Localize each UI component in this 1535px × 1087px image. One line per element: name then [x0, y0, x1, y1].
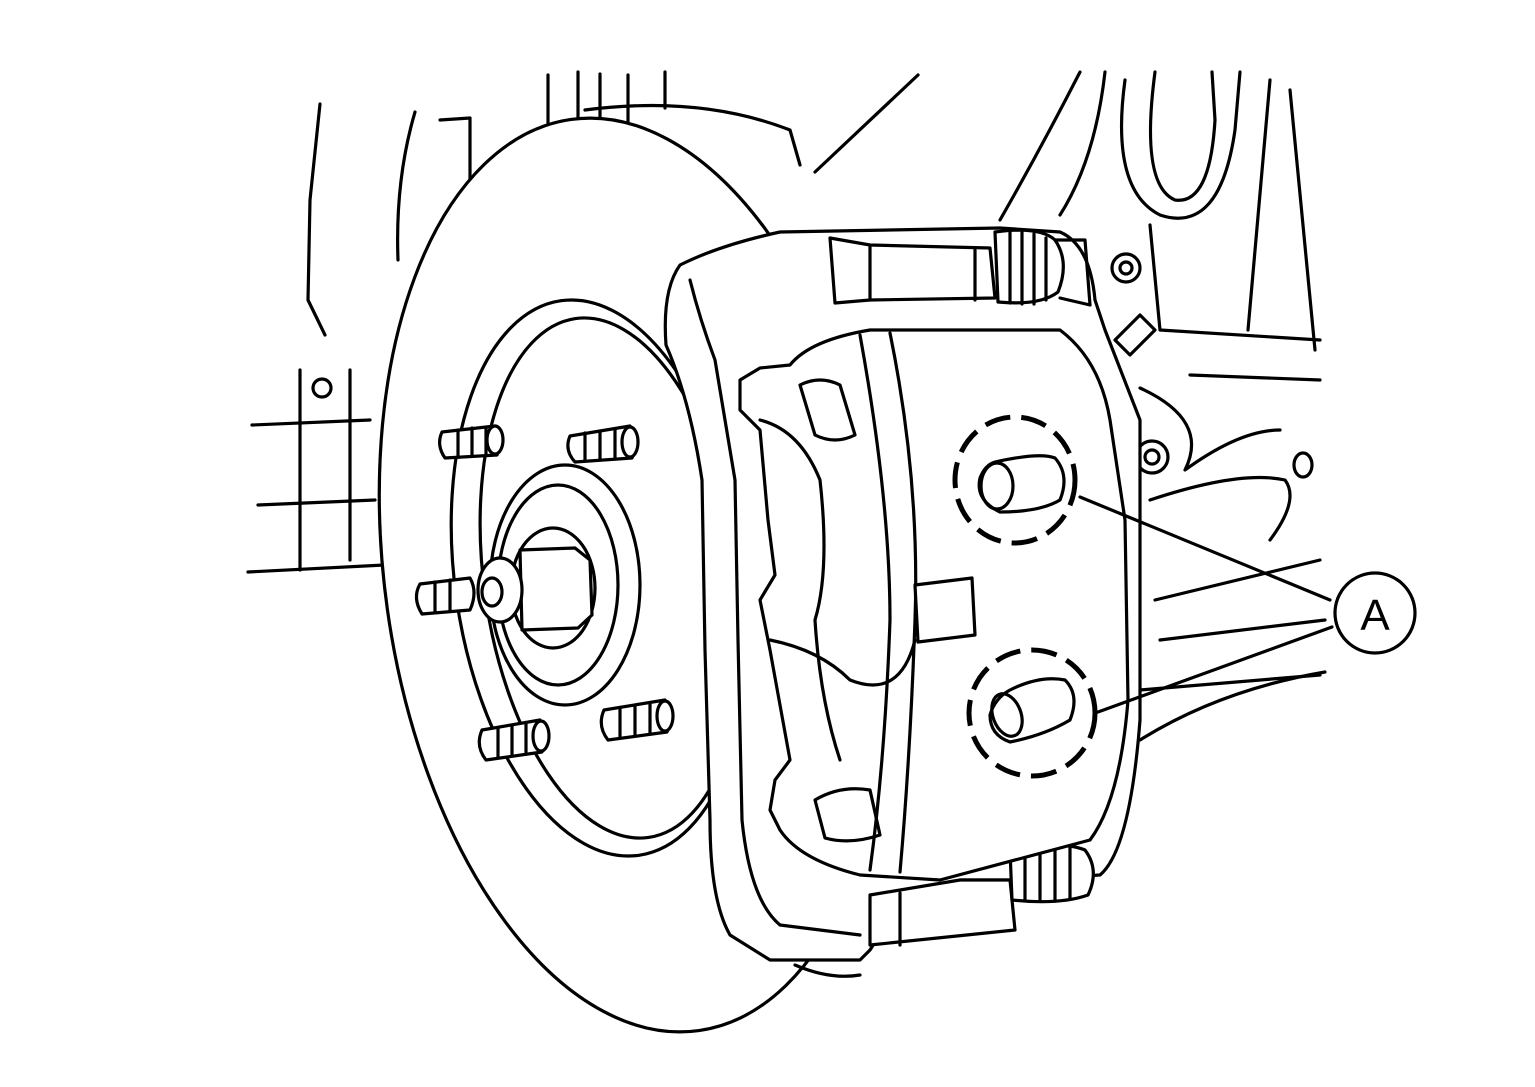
wheel-stud [414, 576, 476, 616]
wheel-stud [566, 424, 640, 464]
brake-pad [738, 328, 1130, 882]
lower-mounting-bolt [966, 647, 1098, 779]
wheel-stud [438, 424, 505, 460]
caliper-mounting-points [952, 414, 1098, 779]
upper-mounting-bolt [952, 414, 1078, 546]
highlight-circle-lower [966, 647, 1098, 779]
leader-line-lower [1096, 625, 1334, 714]
callout-a: A [1078, 495, 1417, 714]
wheel-stud [599, 698, 675, 742]
callout-circle [1333, 571, 1417, 655]
leader-line-upper [1078, 495, 1332, 602]
wheel-stud [477, 718, 551, 762]
wheel-studs [414, 424, 675, 762]
wheel-hub [476, 463, 642, 707]
callout-label-a: A [1360, 591, 1390, 640]
highlight-circle-upper [952, 414, 1078, 546]
